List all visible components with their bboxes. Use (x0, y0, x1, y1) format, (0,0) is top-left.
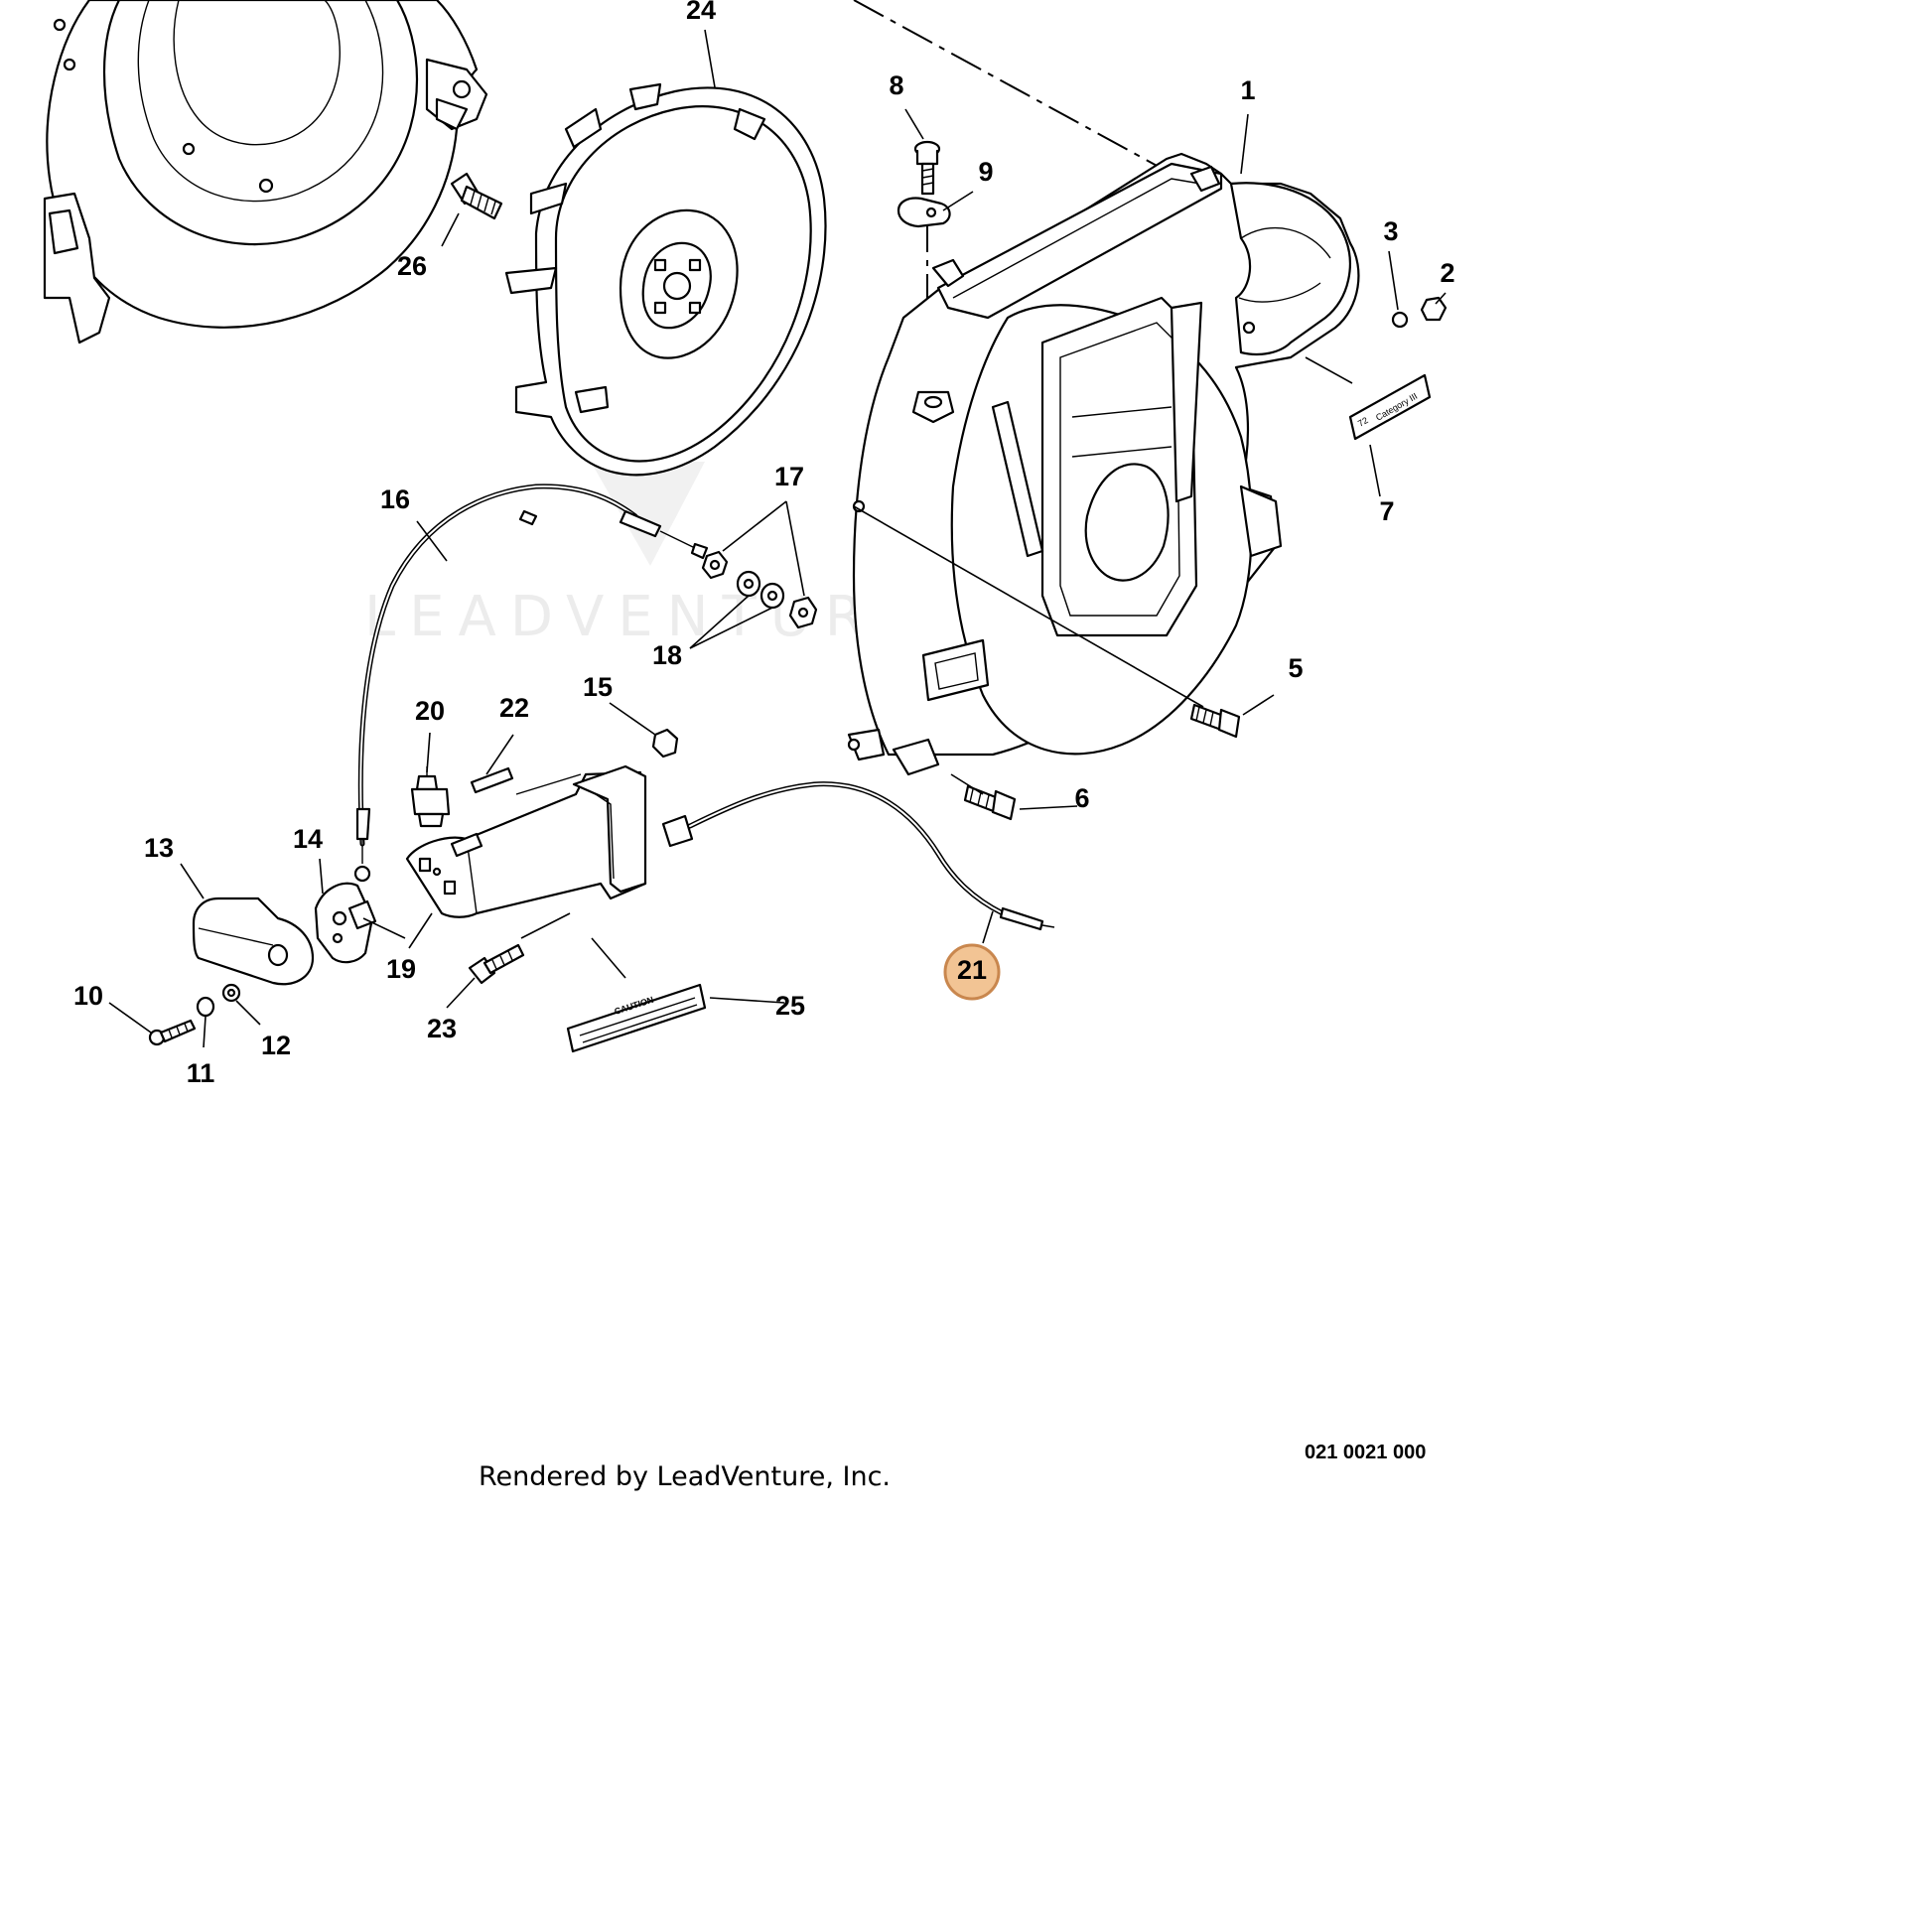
washers-18 (736, 570, 785, 610)
handle-19 (405, 764, 647, 918)
nut-2 (1420, 296, 1448, 322)
callouts: 24 26 8 9 1 3 2 7 5 6 16 17 18 15 20 22 … (73, 0, 1455, 1088)
bolt-23 (468, 943, 525, 985)
callout-21[interactable]: 21 (957, 955, 987, 985)
callout-26[interactable]: 26 (397, 251, 427, 281)
bolt-5 (1189, 703, 1241, 739)
callout-15[interactable]: 15 (583, 672, 613, 702)
drawing-number: 021 0021 000 (1305, 1442, 1427, 1463)
washer-3 (1391, 311, 1409, 329)
decal-7: 72 Category III (1348, 373, 1432, 441)
fan-wheel-25 (504, 82, 827, 477)
alignment-line (853, 0, 1173, 175)
callout-6[interactable]: 6 (1074, 783, 1089, 813)
nut-15 (651, 728, 679, 759)
callout-18[interactable]: 18 (652, 640, 682, 670)
callout-16[interactable]: 16 (380, 484, 410, 514)
callout-23[interactable]: 23 (427, 1014, 457, 1043)
nut-17b-hole (797, 607, 809, 619)
callout-7[interactable]: 7 (1379, 496, 1394, 526)
backplate-housing (43, 0, 488, 345)
callout-11[interactable]: 11 (187, 1058, 215, 1088)
callout-25[interactable]: 24 (686, 0, 716, 25)
washer-12-hole (226, 988, 236, 998)
bolt-26 (450, 172, 503, 220)
callout-2[interactable]: 2 (1440, 258, 1454, 288)
nut-17-hole (709, 559, 721, 571)
callout-21-highlight[interactable]: 21 (943, 943, 1001, 1001)
bolt-6 (963, 784, 1017, 821)
leader-lines (108, 29, 1447, 1048)
cable-21 (661, 781, 1055, 931)
callout-5[interactable]: 5 (1288, 653, 1303, 683)
decal-22 (470, 766, 514, 794)
blower-housing-1 (847, 152, 1360, 776)
callout-24[interactable]: 25 (775, 991, 805, 1021)
callout-14[interactable]: 14 (293, 824, 323, 854)
callout-3[interactable]: 3 (1383, 216, 1398, 246)
callout-12[interactable]: 12 (261, 1031, 291, 1060)
plate-9 (897, 197, 951, 228)
screw-8 (913, 140, 941, 196)
callout-10[interactable]: 10 (73, 981, 103, 1011)
callout-9[interactable]: 9 (978, 157, 993, 187)
screw-10 (148, 1019, 197, 1046)
switch-cover-14 (314, 882, 377, 964)
decal-24: CAUTION (566, 983, 707, 1053)
rendered-by-credit: Rendered by LeadVenture, Inc. (479, 1461, 892, 1492)
callout-22[interactable]: 22 (499, 693, 529, 723)
callout-13[interactable]: 13 (144, 833, 174, 863)
decal-7-text: 72 (1356, 415, 1370, 429)
watermark-text: LEADVENTURE (364, 585, 926, 649)
callout-20[interactable]: 20 (415, 696, 445, 726)
callout-1[interactable]: 1 (1240, 75, 1255, 105)
highlight-circle[interactable] (943, 943, 1001, 1001)
lever-13 (192, 897, 315, 986)
watermark: LEADVENTURE (364, 347, 926, 649)
callout-17[interactable]: 17 (774, 462, 804, 491)
washer-11 (196, 996, 215, 1018)
switch-20 (410, 766, 451, 828)
callout-19[interactable]: 19 (386, 954, 416, 984)
callout-8[interactable]: 8 (889, 70, 903, 100)
cable-16 (353, 483, 709, 883)
